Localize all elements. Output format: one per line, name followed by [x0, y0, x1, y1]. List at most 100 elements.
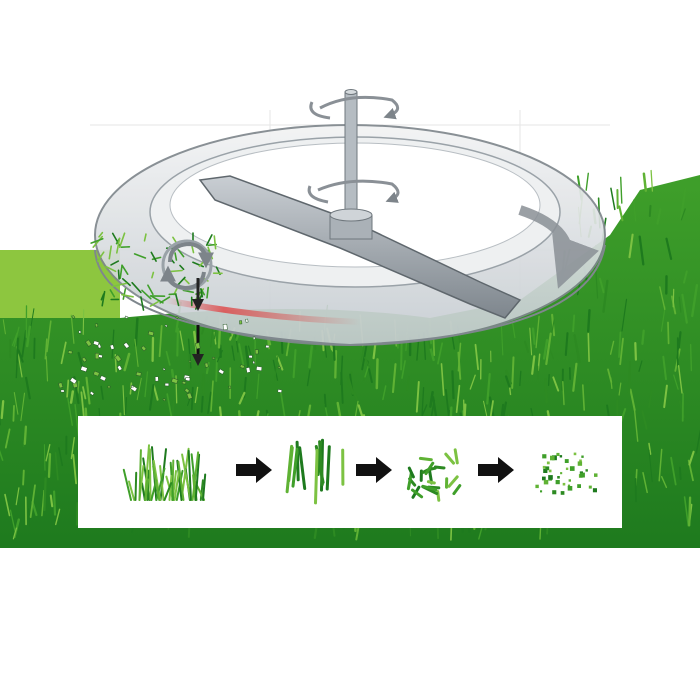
grass-blade: [85, 376, 91, 405]
grass-blade: [469, 374, 476, 390]
grass-blade: [67, 397, 74, 426]
grass-blade: [680, 208, 686, 221]
grass-blade: [340, 371, 344, 404]
grass-blade: [11, 332, 18, 346]
grass-blade: [618, 331, 622, 358]
grass-blade: [547, 373, 550, 387]
clipping: [206, 286, 209, 299]
grass-blade: [13, 391, 19, 415]
clipping: [111, 282, 128, 288]
clipping: [179, 264, 185, 271]
grass-blade: [4, 428, 11, 449]
clipping: [117, 269, 120, 280]
clipping: [133, 253, 147, 259]
grass-blade: [633, 199, 637, 222]
grass-blade: [134, 338, 139, 367]
mulch-fragment: [164, 324, 168, 328]
grass-blade: [650, 169, 654, 192]
clipping: [90, 238, 104, 244]
grass-blade: [587, 309, 591, 333]
clipping: [147, 284, 154, 296]
grass-blade: [648, 389, 653, 408]
grass-blade: [648, 449, 653, 483]
mulch-fragment: [204, 362, 209, 368]
grass-blade: [165, 350, 171, 366]
grass-blade: [15, 487, 20, 506]
grass-blade: [523, 340, 530, 353]
grass-blade: [544, 378, 548, 404]
grass-blade: [641, 410, 648, 430]
grass-blade: [43, 444, 46, 471]
grass-blade: [43, 477, 47, 512]
grass-blade: [678, 296, 682, 313]
grass-blade: [619, 337, 624, 366]
clipping: [151, 271, 155, 279]
mulch-fragment: [67, 350, 73, 355]
mulch-fragment: [186, 392, 193, 400]
mulch-fragment: [130, 385, 134, 388]
grass-blade: [618, 382, 622, 396]
grass-blade: [22, 469, 25, 486]
mulch-fragment: [162, 367, 166, 371]
grass-blade: [0, 449, 4, 461]
grass-blade: [667, 321, 670, 345]
grass-blade: [72, 453, 77, 485]
grass-blade: [360, 344, 365, 363]
clipping: [119, 264, 123, 280]
grass-blade: [505, 369, 513, 385]
clipping: [121, 293, 134, 298]
clipping: [174, 252, 178, 261]
mulch-fragment: [171, 377, 179, 384]
grass-blade: [12, 404, 15, 422]
grass-blade: [641, 329, 645, 345]
grass-blade: [406, 376, 410, 391]
mulch-fragment: [58, 382, 64, 389]
grass-blade: [47, 453, 52, 478]
grass-blade: [609, 340, 615, 355]
grass-blade: [607, 368, 613, 384]
process-panel: [78, 416, 622, 528]
mulch-fragment: [255, 366, 263, 371]
grass-blade: [166, 393, 173, 418]
clipping: [183, 277, 190, 285]
clipping: [96, 251, 105, 262]
grass-blade: [537, 353, 541, 372]
grass-blade: [628, 233, 634, 259]
mulch-fragment: [254, 349, 259, 355]
clipping: [143, 233, 147, 242]
grass-blade: [45, 443, 51, 462]
grass-blade: [531, 355, 536, 375]
mulch-fragment: [109, 344, 115, 350]
mulch-fragment: [135, 371, 142, 377]
flat-lawn-strip: [0, 250, 120, 320]
spindle: [329, 89, 373, 240]
grass-blade: [610, 187, 616, 211]
grass-blade: [216, 350, 223, 363]
circular-arrow-icon: [309, 95, 400, 120]
mulch-fragment: [93, 370, 100, 377]
grass-blade: [535, 315, 540, 349]
grass-blade: [49, 494, 54, 508]
grass-blade: [176, 327, 179, 357]
grass-blade: [69, 390, 75, 404]
mulch-fragment: [92, 340, 100, 346]
grass-blade: [292, 349, 297, 379]
grass-blade: [585, 172, 589, 191]
grass-blade: [12, 527, 18, 540]
grass-blade: [683, 496, 690, 527]
grass-blade: [194, 386, 199, 404]
grass-blade: [429, 348, 435, 362]
clipping: [122, 288, 127, 300]
grass-blade: [375, 358, 379, 390]
grass-blade: [25, 376, 31, 400]
grass-blade: [231, 345, 235, 361]
mulch-fragment: [185, 377, 191, 382]
grass-blade: [29, 484, 36, 518]
circular-arrow-icon: [160, 239, 214, 291]
grass-blade: [171, 400, 175, 419]
grass-blade: [54, 451, 59, 481]
mulch-fragment: [116, 364, 123, 372]
grass-blade: [542, 338, 549, 360]
grass-blade: [638, 235, 645, 266]
clipping: [205, 234, 213, 246]
